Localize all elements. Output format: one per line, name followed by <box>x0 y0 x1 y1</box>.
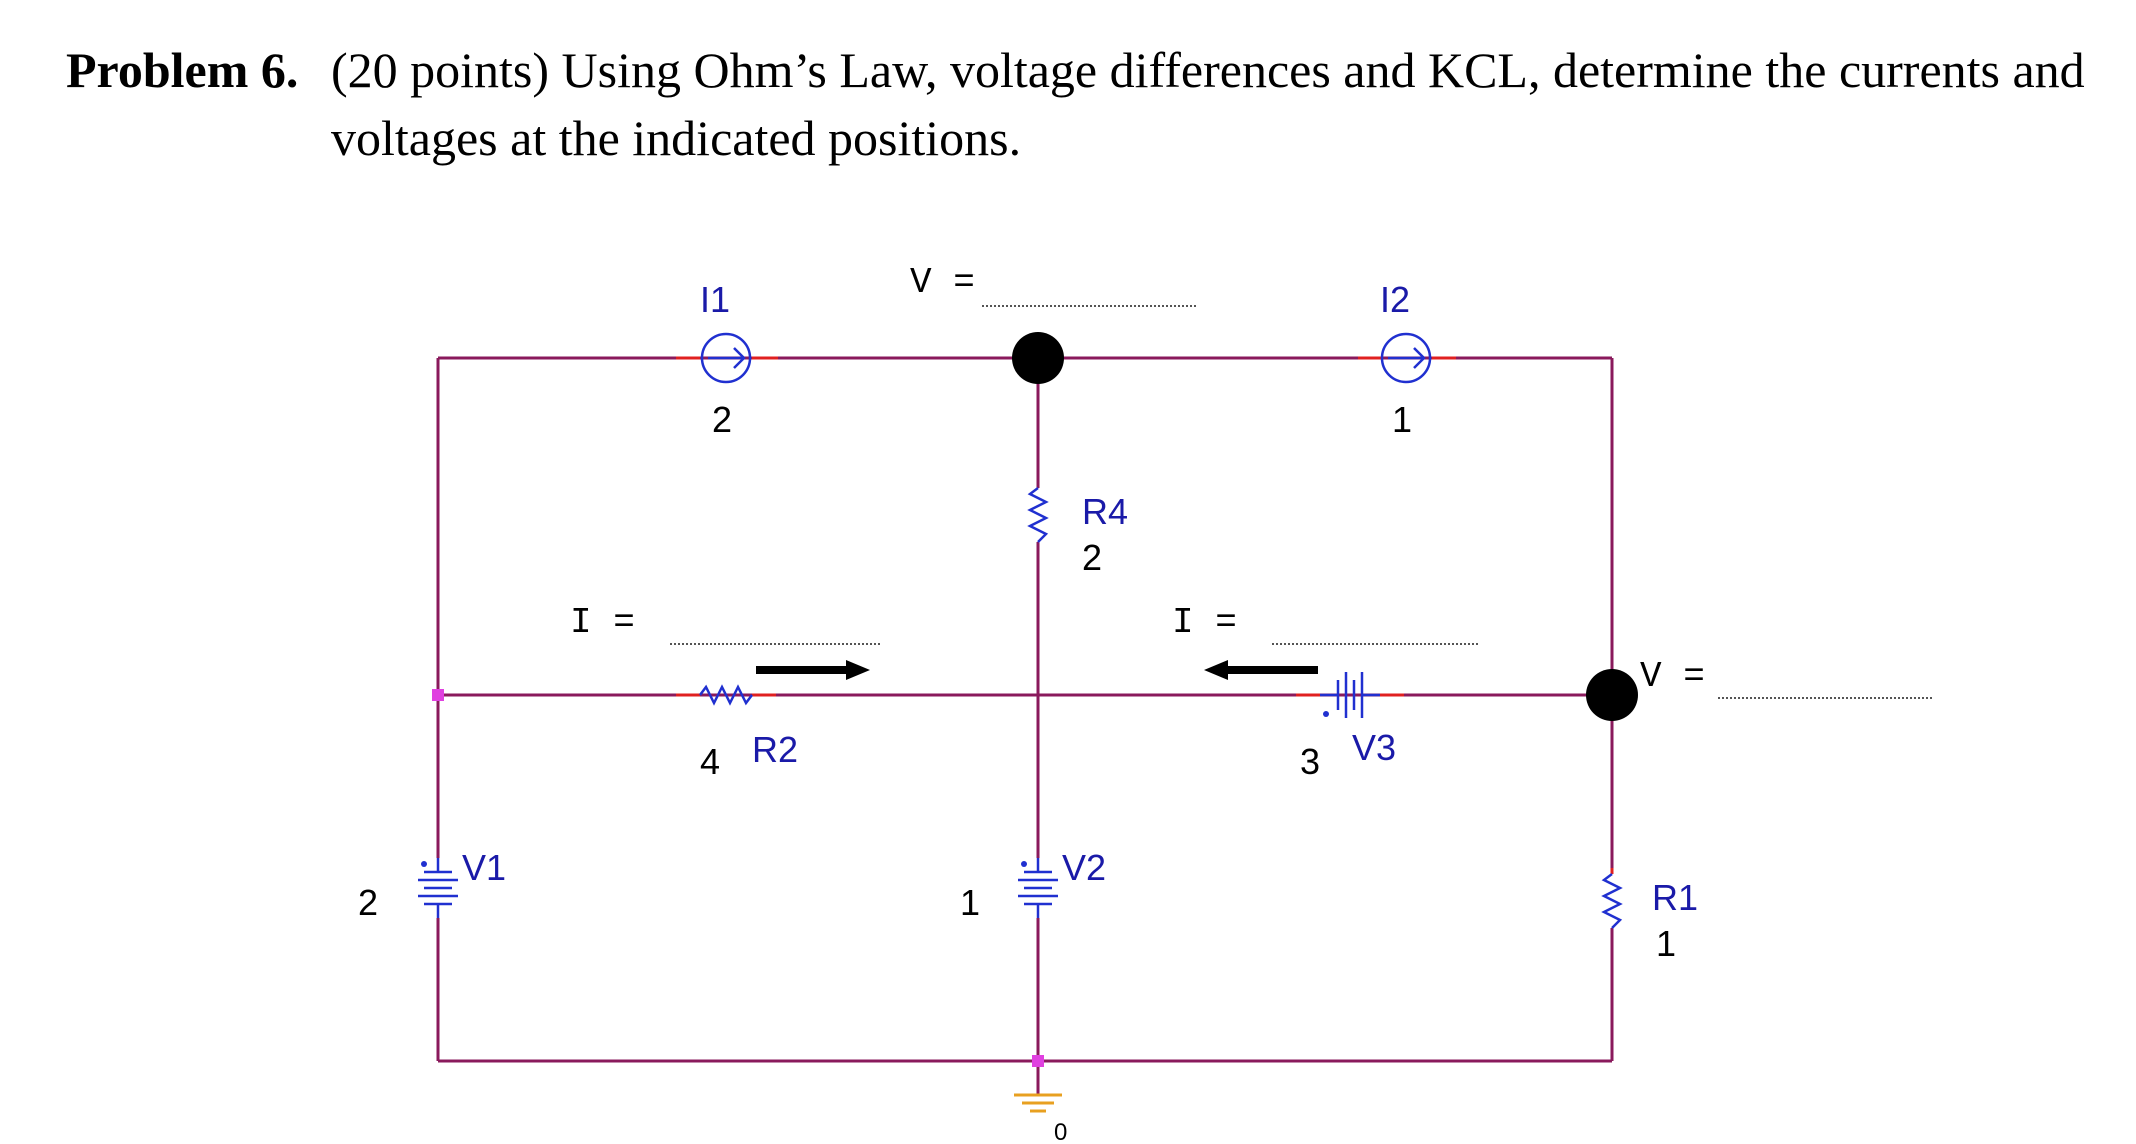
current-source-i1-icon <box>700 332 752 384</box>
arrow-right-icon <box>756 660 870 680</box>
v3-value: 3 <box>1300 741 1320 782</box>
i1-name: I1 <box>700 279 730 320</box>
v2-value: 1 <box>960 882 980 923</box>
resistor-r2-icon <box>699 684 753 706</box>
junction-ground <box>1032 1055 1044 1067</box>
top-node-voltage-label: V = <box>910 262 975 303</box>
current-source-i2-icon <box>1380 332 1432 384</box>
resistor-r4-icon <box>1027 487 1049 543</box>
r4-value: 2 <box>1082 537 1102 578</box>
v1-value: 2 <box>358 882 378 923</box>
ground-label: 0 <box>1054 1119 1067 1144</box>
r2-name: R2 <box>752 729 798 770</box>
i2-name: I2 <box>1380 279 1410 320</box>
v1-name: V1 <box>462 847 506 888</box>
battery-v1-icon <box>418 858 458 918</box>
v3-name: V3 <box>1352 727 1396 768</box>
r2-value: 4 <box>700 741 720 782</box>
i1-value: 2 <box>712 399 732 440</box>
right-node-voltage-label: V = <box>1640 656 1705 697</box>
resistor-r1-icon <box>1601 873 1623 929</box>
battery-v2-icon <box>1018 858 1058 918</box>
lead-stubs <box>676 356 1456 697</box>
arrow-left-icon <box>1204 660 1318 680</box>
v2-name: V2 <box>1062 847 1106 888</box>
junction-left <box>432 689 444 701</box>
r4-name: R4 <box>1082 491 1128 532</box>
r1-value: 1 <box>1656 923 1676 964</box>
current-r2-label: I = <box>570 602 635 643</box>
node-right <box>1586 669 1638 721</box>
i2-value: 1 <box>1392 399 1412 440</box>
r1-name: R1 <box>1652 877 1698 918</box>
current-v3-label: I = <box>1172 602 1237 643</box>
problem-text: (20 points) Using Ohm’s Law, voltage dif… <box>331 42 2085 166</box>
problem-number: Problem 6. <box>66 42 299 98</box>
node-top <box>1012 332 1064 384</box>
wires <box>436 356 1614 1095</box>
ground-icon <box>1014 1093 1062 1113</box>
battery-v3-icon <box>1320 672 1380 718</box>
